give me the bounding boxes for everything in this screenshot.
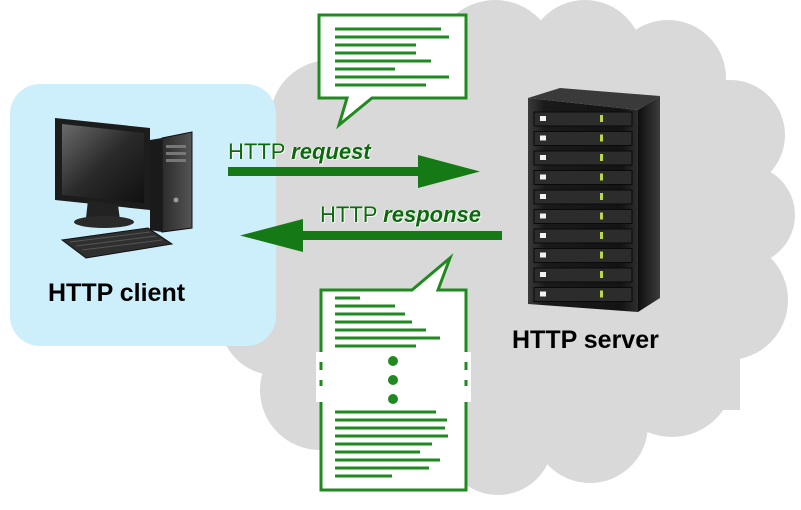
rack-unit <box>533 209 633 224</box>
rack-unit-light <box>540 194 546 199</box>
rack-unit <box>533 189 633 205</box>
rack-unit <box>533 267 633 283</box>
desktop-computer-icon <box>55 118 193 259</box>
rack-unit-light <box>540 174 546 180</box>
rack-unit-status-light <box>600 134 603 142</box>
rack-unit-status-light <box>600 193 603 200</box>
rack-unit-light <box>540 116 546 121</box>
rack-unit-status-light <box>600 251 603 259</box>
request-label-keyword: request <box>291 139 371 164</box>
rack-unit-light <box>540 135 546 141</box>
server-rack-icon <box>528 88 660 312</box>
request-arrow <box>228 155 480 188</box>
rack-unit <box>533 287 633 302</box>
server-label: HTTP server <box>512 326 659 354</box>
rack-unit <box>533 131 633 146</box>
client-label: HTTP client <box>48 279 186 307</box>
rack-unit-light <box>540 252 546 258</box>
ellipsis-dots <box>388 356 398 404</box>
rack-unit-status-light <box>600 290 603 298</box>
rack-unit <box>533 228 633 244</box>
rack-unit-light <box>540 155 546 160</box>
rack-unit-status-light <box>600 212 603 220</box>
request-label-prefix: HTTP <box>228 139 292 164</box>
rack-unit-light <box>540 233 546 238</box>
request-label: HTTP request <box>228 139 371 165</box>
response-label-prefix: HTTP <box>320 202 384 227</box>
rack-unit <box>533 111 633 127</box>
rack-unit-status-light <box>600 232 603 239</box>
rack-unit-light <box>540 291 546 297</box>
rack-unit-status-light <box>600 271 603 278</box>
response-arrow <box>240 219 502 252</box>
request-document <box>317 13 468 130</box>
rack-unit-light <box>540 213 546 219</box>
rack-unit <box>533 248 633 263</box>
rack-unit-status-light <box>600 115 603 122</box>
response-label: HTTP response <box>320 202 481 228</box>
rack-unit-status-light <box>600 173 603 181</box>
response-label-keyword: response <box>383 202 481 227</box>
rack-unit <box>533 170 633 185</box>
response-document <box>316 253 471 492</box>
rack-unit-status-light <box>600 154 603 161</box>
rack-unit-light <box>540 272 546 277</box>
rack-unit <box>533 150 633 166</box>
